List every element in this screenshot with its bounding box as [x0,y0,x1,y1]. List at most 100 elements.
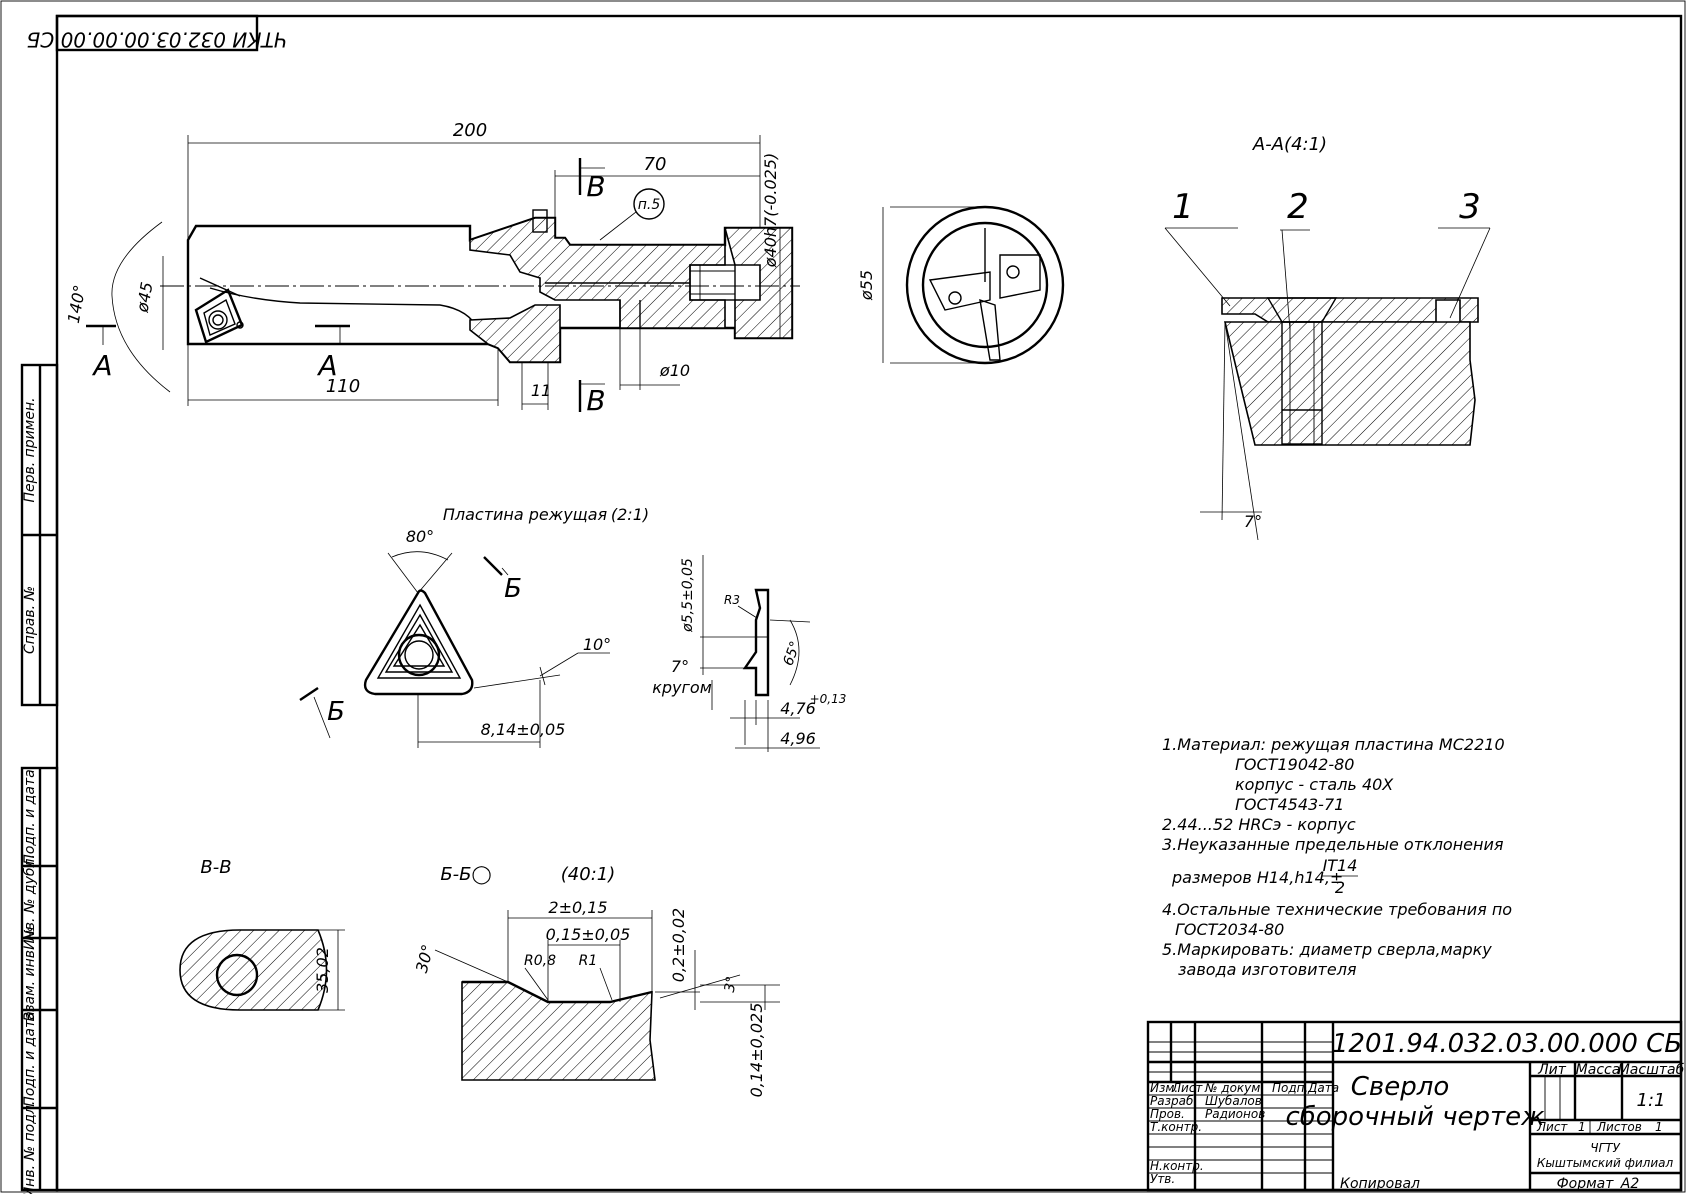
note-line: 3.Неуказанные предельные отклонения [1162,835,1504,854]
section-mark-v: В [586,170,605,203]
note-line: ГОСТ2034-80 [1175,920,1284,939]
note-line: ГОСТ19042-80 [1235,755,1354,774]
insert-scale: (2:1) [611,505,649,524]
dim-80deg: 80° [406,527,434,546]
rotated-stamp-text: ЧТКИ 032.03.00.00.00 СБ [27,28,288,52]
tb-role: Пров. [1150,1107,1185,1121]
note-line: 1.Материал: режущая пластина МС2210 [1162,735,1505,754]
tb-hdr-data: Дата [1307,1081,1339,1095]
tb-role: Н.контр. [1150,1159,1204,1173]
dim-shank-diameter: ø40h7(-0.025) [761,153,780,269]
dim-02: 0,2±0,02 [669,908,688,982]
technical-notes: 1.Материал: режущая пластина МС2210 ГОСТ… [1162,735,1512,979]
dim-d55-profile: ø5,5±0,05 [680,558,696,633]
tb-sheets-value: 1 [1655,1120,1663,1134]
side-label: Инв. № подл. [22,1101,38,1194]
tb-name: Шубалов [1205,1094,1262,1108]
tb-lit: Лит [1537,1062,1567,1078]
section-bb-scale: (40:1) [561,864,615,885]
section-aa-title: А-А(4:1) [1252,134,1327,155]
inner-frame [55,14,1683,1192]
dim-11: 11 [531,381,551,400]
section-vv-title: В-В [200,857,231,878]
tb-doc-number: 1201.94.032.03.00.000 СБ [1332,1029,1682,1059]
dim-d10: ø10 [659,361,690,380]
left-side-strip: Перв. примен. Справ. № Подп. и дата Инв.… [20,363,59,1194]
dim-r1: R1 [579,953,598,969]
note-line: 4.Остальные технические требования по [1162,900,1512,919]
tb-role: Разраб. [1150,1094,1197,1108]
side-label: Инв. № дубл. [22,854,38,950]
dim-476: 4,76 [780,699,816,718]
dim-70: 70 [644,154,667,175]
dim-r3: R3 [724,593,740,607]
tb-org2: Кыштымский филиал [1537,1156,1674,1170]
tb-copied: Копировал [1340,1176,1420,1192]
dim-814: 8,14±0,05 [481,720,566,739]
side-label: Взам. инв. № [22,926,38,1021]
label-round: кругом [652,678,712,697]
side-label: Подп. и дата [22,769,38,864]
section-v-v: В-В 35,02 [179,857,345,1011]
drill-end-view: ø55 [857,205,1065,365]
dim-7deg-profile: 7° [671,657,689,676]
dim-d45: ø45 [132,281,156,315]
insert-profile: ø5,5±0,05 R3 65° 7° кругом 4,76 +0,13 4,… [652,555,846,752]
note-fraction-num: IT14 [1323,856,1358,875]
dim-d55-end: ø55 [857,270,876,301]
section-mark-b: Б [327,697,345,727]
side-label: Подп. и дата [22,1011,38,1106]
tb-hdr-podp: Подп. [1272,1081,1308,1095]
callout-p5: п.5 [638,197,661,213]
dim-140deg: 140° [64,283,89,324]
tb-hdr-ndoc: № докум. [1204,1081,1264,1095]
leader-2: 2 [1287,187,1309,227]
note-line: размеров H14,h14,± [1171,868,1343,887]
tb-format: Формат [1557,1176,1615,1192]
note-line: корпус - сталь 40Х [1235,775,1394,794]
tb-hdr-list: Лист [1171,1081,1203,1095]
tb-role: Утв. [1150,1172,1175,1186]
note-line: 5.Маркировать: диаметр сверла,марку [1162,940,1492,959]
dim-110: 110 [326,376,360,397]
dim-r08: R0,8 [524,953,556,969]
dim-200: 200 [453,120,487,141]
tb-sheet-label: Лист [1536,1120,1568,1134]
side-label: Справ. № [22,586,38,654]
section-a-a: А-А(4:1) 1 2 3 7° [1164,134,1491,541]
leader-3: 3 [1459,187,1481,227]
section-mark-a: А [316,349,337,382]
tb-sheet-value: 1 [1578,1120,1586,1134]
drill-main-view: 200 70 ø40h7(-0.025) 140° ø45 110 11 ø10… [64,120,800,417]
tb-format-value: A2 [1620,1176,1640,1192]
tb-name: Радионов [1205,1107,1265,1121]
tb-massa: Масса [1576,1062,1621,1078]
note-fraction-den: 2 [1335,878,1345,897]
insert-view: Пластина режущая (2:1) 80° 10° 8,14±0,05… [299,505,649,748]
section-mark-v: В [586,384,605,417]
tb-masshtab: Масштаб [1618,1062,1685,1078]
section-bb-title: Б-Б◯ [440,864,491,885]
section-mark-a: А [91,349,112,382]
tb-hdr-izm: Изм. [1150,1081,1178,1095]
tb-name-line1: Сверло [1351,1072,1450,1102]
tb-sheets-label: Листов [1596,1120,1642,1134]
insert-title: Пластина режущая [443,505,608,524]
dim-2: 2±0,15 [548,898,607,917]
tb-name-line2: сборочный чертеж [1285,1102,1545,1132]
note-line: завода изготовителя [1178,960,1357,979]
side-label: Перв. примен. [22,397,38,502]
tb-scale-value: 1:1 [1637,1090,1666,1111]
dim-3deg: 3° [722,975,741,993]
section-mark-b: Б [504,574,522,604]
dim-30deg: 30° [412,942,438,974]
note-line: 2.44...52 HRCэ - корпус [1162,815,1356,834]
dim-476-tol: +0,13 [810,692,847,706]
dim-496: 4,96 [780,729,816,748]
tb-org1: ЧГТУ [1590,1141,1620,1155]
note-line: ГОСТ4543-71 [1235,795,1344,814]
dim-014: 0,14±0,025 [747,1003,766,1098]
title-block: Изм. Лист № докум. Подп. Дата Разраб. Шу… [1146,1020,1685,1192]
